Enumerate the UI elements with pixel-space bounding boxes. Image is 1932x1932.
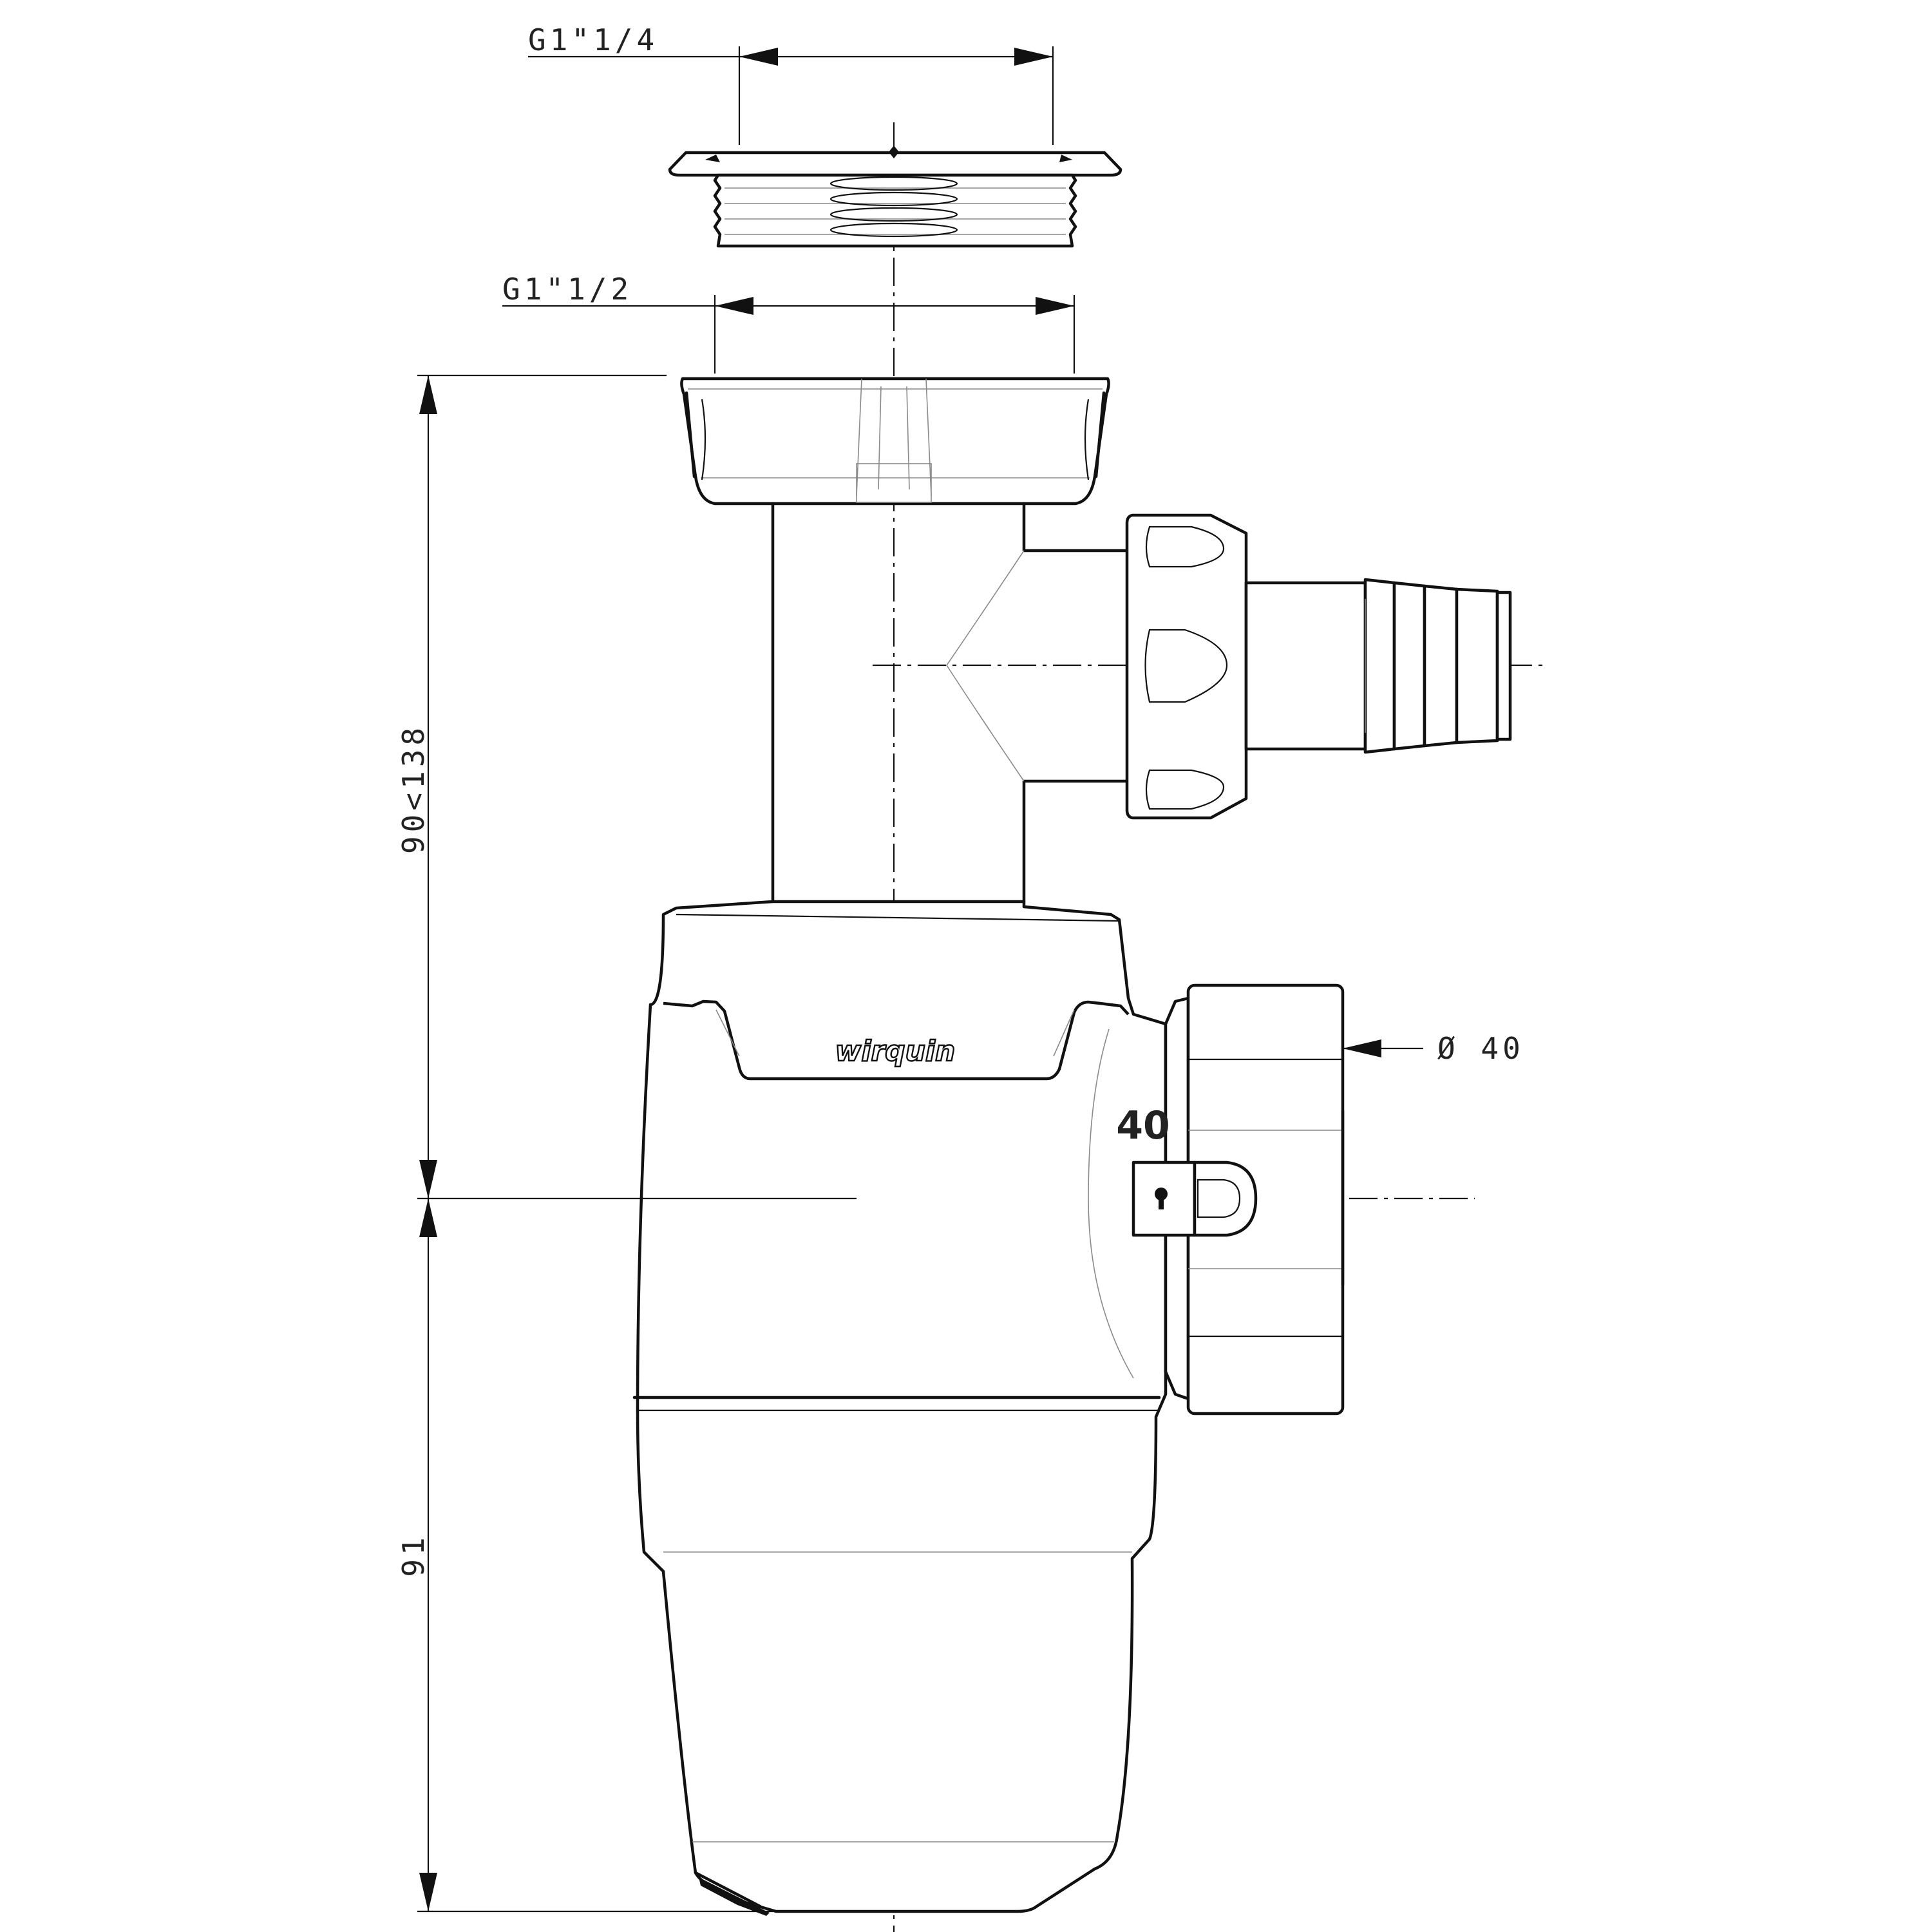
dimension-top-thread: G1"1/4 <box>528 23 1054 145</box>
outlet-size-mark: 40 <box>1116 1103 1170 1148</box>
dim-label-height-adjustable: 90<138 <box>396 724 431 854</box>
side-outlet-nut <box>1125 513 1248 820</box>
dim-label-lower-height: 91 <box>396 1533 431 1577</box>
top-nut <box>680 377 1110 506</box>
hose-tail <box>1244 578 1512 754</box>
dimension-outlet-diameter: Ø 40 <box>1343 1031 1524 1066</box>
bottle-trap-body: wirquin <box>632 900 1168 1916</box>
dimension-nut-thread: G1"1/2 <box>502 272 1075 374</box>
dim-label-outlet-diameter: Ø 40 <box>1437 1031 1524 1066</box>
brand-logo: wirquin <box>835 1035 956 1068</box>
vertical-pipe <box>771 502 1139 904</box>
top-strainer <box>668 146 1122 248</box>
outlet-nut: 40 <box>1116 983 1345 1416</box>
dimension-vertical: 90<138 91 <box>396 374 857 1913</box>
dim-label-top-thread: G1"1/4 <box>528 23 658 57</box>
dim-label-nut-thread: G1"1/2 <box>502 272 632 307</box>
